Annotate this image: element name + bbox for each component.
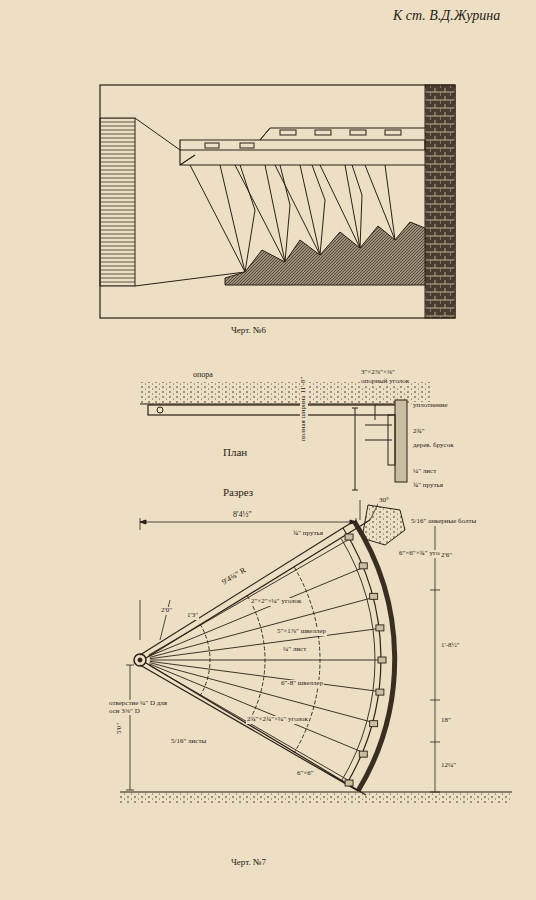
dimension-label: 2'6" [440, 552, 453, 560]
dimension-label: 6"×6" [296, 770, 315, 778]
stiffener-arc [200, 624, 210, 696]
rib-bracket [370, 593, 378, 599]
dimension-label: 1'3" [186, 612, 199, 620]
dimension-label: 5/16" листы [170, 738, 207, 746]
dimension-label: уплотнение [412, 402, 449, 410]
dimension-label: План [222, 446, 248, 458]
rib-line [150, 663, 378, 724]
dimension-label: 2"×2"×¼" уголок [250, 598, 302, 606]
dimension-label: опора [192, 371, 214, 380]
handwritten-note: К ст. В.Д.Журина [392, 8, 501, 23]
rib-line [150, 628, 384, 659]
rib-bracket [370, 721, 378, 727]
rib-line [149, 537, 353, 655]
dimension-label: полная ширина 11'-8" [300, 376, 308, 442]
dimension-label: ¼" лист [282, 646, 307, 654]
dimension-label: ¼" лист [412, 468, 437, 476]
dimension-label: 18" [440, 717, 452, 725]
dimension-label: дерев. брусок [412, 442, 455, 450]
stiffener-arc [341, 539, 375, 781]
dimension-label: 2¾"×2¾"×¼" уголок [246, 716, 309, 724]
dimension-label: 9'4¾" R [220, 566, 249, 588]
rib-line [149, 665, 353, 783]
dimension-label: Разрез [222, 486, 254, 498]
stiffener-arc [294, 567, 320, 752]
rib-line [149, 664, 367, 754]
rib-line [150, 661, 384, 692]
dimension-label: 2'0" [160, 607, 173, 615]
dimension-label: 5'0" [116, 722, 124, 735]
dimension-label: отверстие ¼" D для оси 3⅝" D [108, 700, 172, 715]
rib-bracket [376, 689, 384, 695]
dimension-label: 2¾" [412, 428, 426, 436]
rib-line [149, 566, 367, 656]
dimension-label: 5"×1⅞" швеллер [276, 628, 327, 636]
rib-bracket [359, 751, 367, 757]
dimension-label: 5/16" анкерные болты [410, 518, 482, 526]
rib-bracket [376, 625, 384, 631]
dimension-label: ¾" прутья [292, 530, 324, 538]
dimension-label: 12¼" [440, 762, 457, 770]
rib-line [150, 660, 386, 661]
dimension-label: 6"-8" швеллер [280, 680, 324, 688]
rib-line [150, 596, 378, 657]
rib-bracket [359, 563, 367, 569]
dimension-label: 1'-8½" [440, 642, 461, 650]
dimension-label: 8'4½" [232, 511, 253, 520]
dimension-label: опорный уголок [360, 378, 410, 386]
rib-bracket [345, 534, 353, 540]
figure-caption: Черт. №7 [230, 858, 267, 868]
dimension-label: 30° [378, 497, 390, 505]
figure-caption: Черт. №6 [230, 326, 267, 336]
dimension-label: ¾" прутья [412, 482, 444, 490]
dimension-label: 3"×2⅞"×⅝" [360, 369, 396, 377]
rib-bracket [345, 780, 353, 786]
rib-bracket [378, 657, 386, 663]
stiffener-arc [247, 596, 265, 725]
